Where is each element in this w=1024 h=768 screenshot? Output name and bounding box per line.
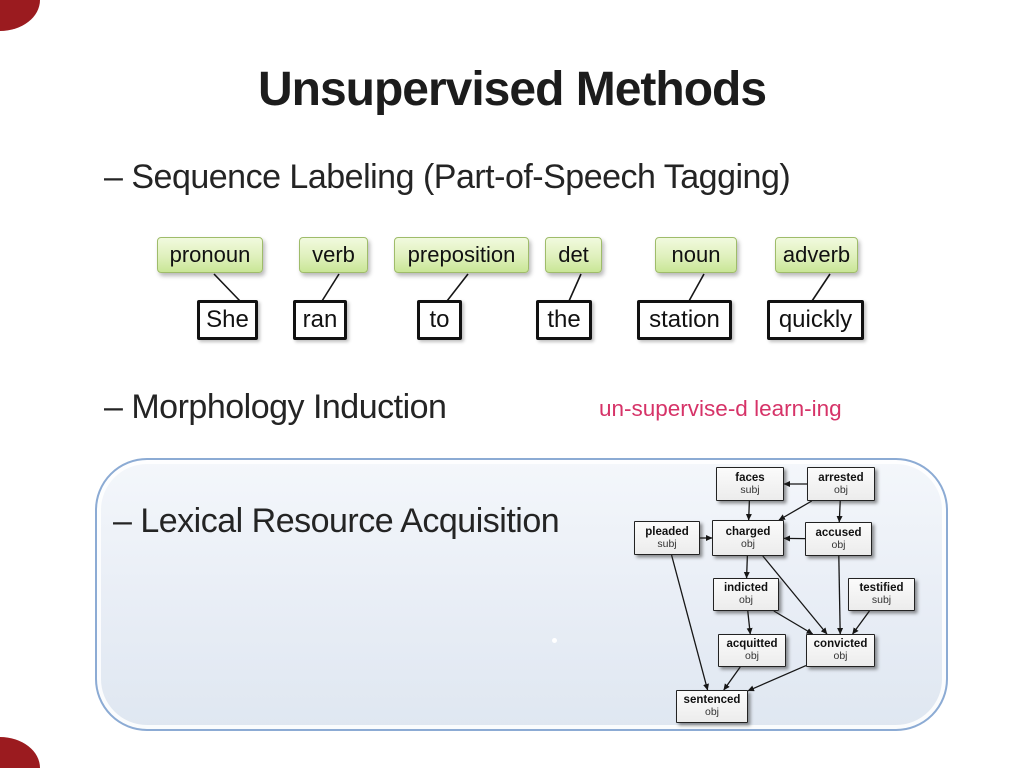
graph-node-word: charged — [725, 525, 771, 538]
bullet-morphology-induction: – Morphology Induction — [104, 388, 447, 426]
graph-node-role: subj — [871, 594, 892, 607]
pos-tag-box-noun: noun — [655, 237, 737, 273]
word-box-She: She — [197, 300, 258, 340]
graph-node-word: sentenced — [683, 694, 741, 707]
graph-node-role: obj — [738, 594, 753, 607]
graph-node-word: arrested — [818, 471, 864, 484]
graph-node-role: obj — [704, 706, 719, 719]
graph-node-word: pleaded — [645, 525, 689, 538]
graph-node-word: testified — [859, 582, 904, 595]
word-box-the: the — [536, 300, 592, 340]
pos-connector-line — [446, 273, 469, 302]
pos-tag-box-verb: verb — [299, 237, 368, 273]
graph-node-word: accused — [815, 526, 862, 539]
pos-connector-line — [688, 273, 705, 302]
graph-node-role: subj — [740, 483, 760, 496]
pos-tag-box-pronoun: pronoun — [157, 237, 263, 273]
pos-connector-line — [321, 273, 340, 302]
pos-connector-lines — [213, 273, 831, 302]
graph-node-role: obj — [740, 537, 755, 550]
pos-connector-line — [568, 273, 582, 302]
pos-connector-line — [811, 273, 831, 302]
graph-node-role: obj — [833, 650, 848, 663]
graph-node-word: convicted — [813, 638, 868, 651]
small-white-dot — [552, 638, 557, 643]
pos-tag-box-preposition: preposition — [394, 237, 529, 273]
graph-node-role: obj — [744, 650, 759, 663]
bullet-sequence-labeling: – Sequence Labeling (Part-of-Speech Tagg… — [104, 158, 791, 196]
corner-accent-bottom-left — [0, 737, 40, 768]
graph-node-role: obj — [831, 538, 846, 551]
morphology-example-text: un-supervise-d learn-ing — [599, 396, 842, 421]
graph-node-word: acquitted — [726, 638, 778, 651]
corner-accent-top-left — [0, 0, 40, 31]
pos-tag-box-adverb: adverb — [775, 237, 858, 273]
graph-node-word: faces — [735, 471, 765, 484]
graph-node-role: obj — [833, 483, 848, 496]
word-box-station: station — [637, 300, 732, 340]
slide-title: Unsupervised Methods — [257, 63, 767, 116]
word-box-ran: ran — [293, 300, 347, 340]
word-box-quickly: quickly — [767, 300, 864, 340]
word-box-to: to — [417, 300, 462, 340]
graph-node-word: indicted — [723, 582, 769, 595]
pos-tag-box-det: det — [545, 237, 602, 273]
pos-connector-line — [213, 273, 241, 302]
bullet-lexical-resource: – Lexical Resource Acquisition — [113, 502, 560, 540]
graph-node-role: subj — [657, 537, 677, 550]
